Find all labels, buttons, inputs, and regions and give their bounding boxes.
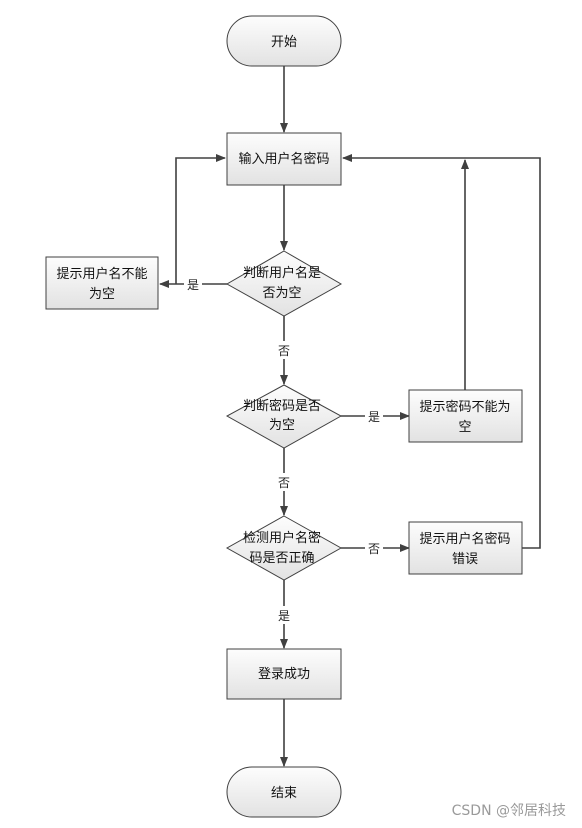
prompt-credentials-error-label-line2: 错误	[452, 552, 478, 567]
edge-label-password-yes: 是	[368, 410, 380, 424]
login-success-label: 登录成功	[258, 667, 310, 682]
prompt-password-empty-label-line1: 提示密码不能为	[419, 399, 510, 415]
check-password-decision	[225, 384, 343, 449]
edge-prompt-error-to-input	[342, 154, 541, 549]
edge-label-password-no: 否	[278, 476, 290, 490]
prompt-credentials-error-process	[408, 521, 523, 575]
check-credentials-label-line2: 码是否正确	[249, 551, 314, 566]
edge-label-username-yes: 是	[187, 278, 199, 292]
end-label: 结束	[271, 786, 297, 801]
start-terminator	[226, 15, 342, 67]
check-credentials-decision	[225, 515, 343, 581]
edge-label-credentials-yes: 是	[278, 609, 290, 623]
edge-label-credentials-no: 否	[368, 542, 380, 556]
prompt-username-empty-label-line2: 为空	[89, 287, 115, 302]
prompt-username-empty-process	[45, 256, 159, 310]
check-username-label-line1: 判断用户名是	[243, 265, 321, 281]
edge-prompt-username-to-input	[175, 154, 226, 284]
check-credentials-label-line1: 检测用户名密	[243, 530, 321, 546]
input-label: 输入用户名密码	[238, 151, 329, 167]
start-label: 开始	[271, 35, 297, 50]
prompt-username-empty-label-line1: 提示用户名不能	[56, 266, 147, 282]
prompt-credentials-error-label-line1: 提示用户名密码	[419, 531, 510, 547]
input-process	[226, 132, 342, 186]
check-password-label-line2: 为空	[269, 418, 295, 433]
check-username-label-line2: 否为空	[262, 286, 301, 301]
check-username-decision	[225, 250, 343, 317]
edge-label-username-no: 否	[278, 344, 290, 358]
end-terminator	[226, 766, 342, 818]
watermark: CSDN @邻居科技	[451, 803, 566, 819]
login-success-process	[226, 648, 342, 700]
prompt-password-empty-process	[408, 389, 523, 443]
prompt-password-empty-label-line2: 空	[458, 420, 471, 435]
check-password-label-line1: 判断密码是否	[243, 398, 321, 414]
